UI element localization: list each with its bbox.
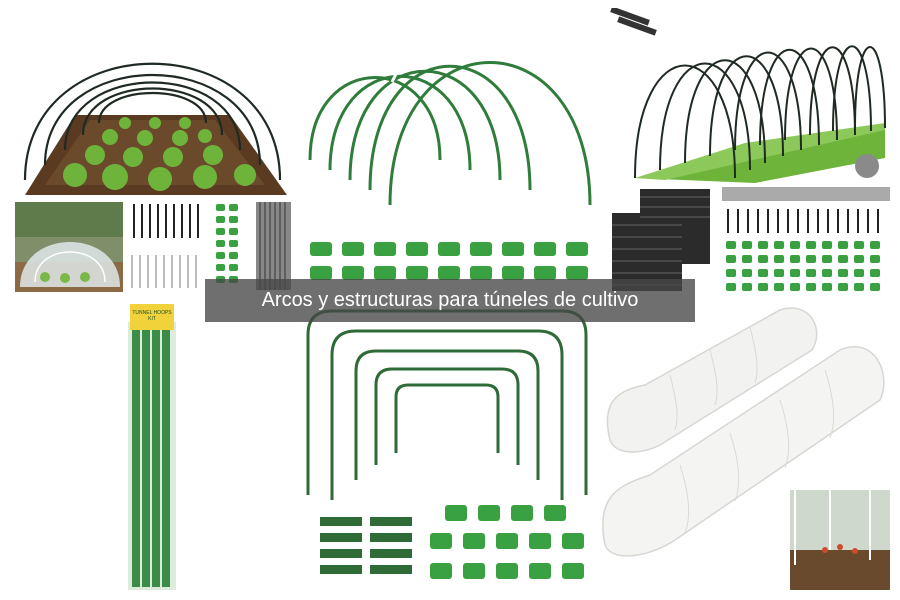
green-hoops-product <box>300 10 600 280</box>
u-hoops-product <box>300 305 595 595</box>
plastic-tunnel-photo <box>15 202 123 292</box>
tunnel-lettuce-photo <box>15 5 290 200</box>
long-tunnel-photo <box>605 8 890 188</box>
packaged-hoops-product: TUNNEL HOOPS KIT <box>120 302 185 592</box>
package-label: TUNNEL HOOPS KIT <box>132 310 172 322</box>
caption-title: Arcos y estructuras para túneles de cult… <box>261 289 639 311</box>
fleece-tunnels-product <box>600 305 890 595</box>
accessories-stakes-clips <box>128 200 293 292</box>
caption-bar: Arcos y estructuras para túneles de cult… <box>205 279 695 322</box>
accessories-bars-clips <box>610 185 892 295</box>
